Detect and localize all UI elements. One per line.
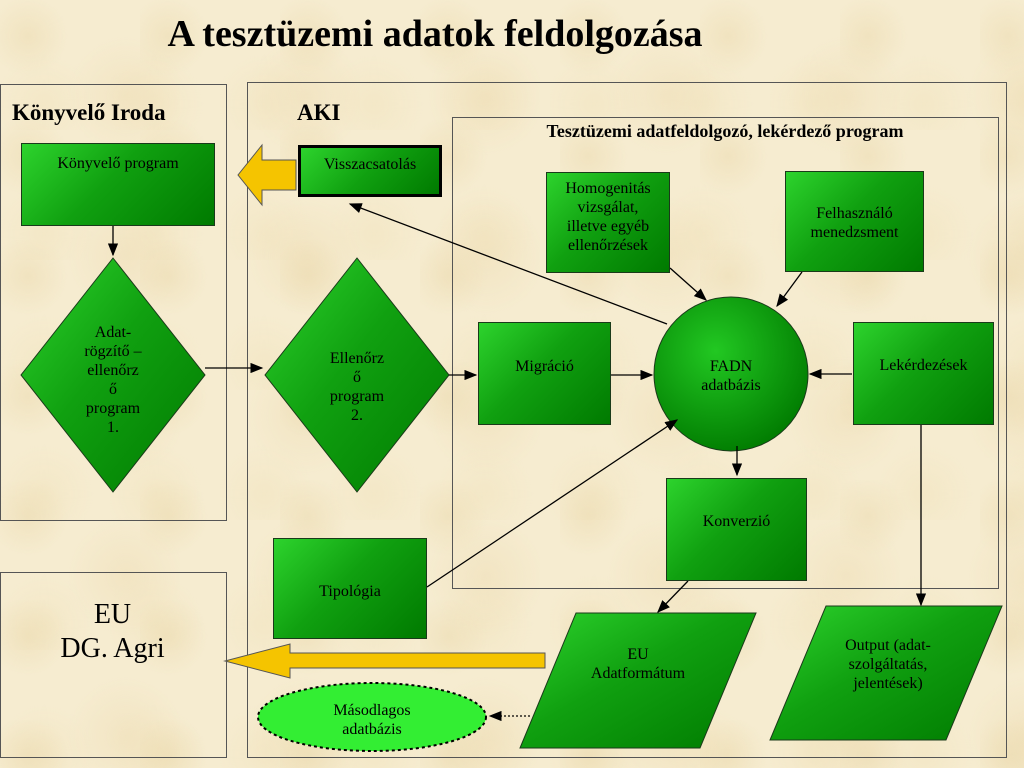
arrow-felhasznalo-to-fadn [776, 271, 803, 308]
konverzio-box: Konverzió [666, 478, 807, 581]
output-label: Output (adat- szolgáltatás, jelentések) [845, 637, 931, 692]
eu-adatformatum-label: EU Adatformátum [590, 646, 686, 682]
fadn-label: FADN adatbázis [701, 358, 761, 394]
konverzio-label: Konverzió [702, 513, 771, 530]
fadn-circle [653, 296, 809, 452]
output-shape [769, 605, 1003, 741]
aki-frame [247, 82, 1007, 758]
homogenitas-label: Homogenitás vizsgálat, illetve egyéb ell… [565, 180, 651, 254]
konyvelo-program-label: Könyvelő program [57, 155, 179, 172]
tipologia-box: Tipológia [273, 538, 427, 639]
ellenorzo-diamond [264, 257, 450, 493]
felhasznalo-label: Felhasználó menedzsment [810, 205, 899, 241]
konyvelo-program-box: Könyvelő program [21, 143, 215, 226]
program-title: Tesztüzemi adatfeldolgozó, lekérdező pro… [546, 121, 904, 141]
program-frame [452, 117, 999, 589]
migracio-label: Migráció [515, 358, 574, 375]
felhasznalo-box: Felhasználó menedzsment [785, 171, 924, 272]
eu-frame [0, 572, 227, 758]
feedback-block-arrow [237, 143, 297, 207]
masodlagos-ellipse [257, 682, 487, 752]
eu-adatformatum-shape [519, 612, 757, 749]
arrow-konverzio-to-eu [657, 580, 689, 613]
arrow-fadn-to-visszacsatolas [348, 203, 668, 325]
lekerdezesek-label: Lekérdezések [879, 357, 968, 374]
eu-block-arrow [223, 643, 546, 679]
tipologia-label: Tipológia [319, 583, 381, 600]
ellenorzo-label: Ellenőrz ő program 2. [329, 350, 385, 424]
adatrogzito-label: Adat- rögzítő – ellenőrz ő program 1. [84, 324, 142, 436]
konyvelo-iroda-frame [0, 84, 227, 521]
homogenitas-box: Homogenitás vizsgálat, illetve egyéb ell… [546, 172, 670, 273]
arrow-homogenitas-to-fadn [669, 267, 707, 301]
migracio-box: Migráció [478, 322, 611, 425]
aki-label: AKI [297, 100, 341, 125]
page-title: A tesztüzemi adatok feldolgozása [167, 13, 703, 55]
arrow-tipologia-to-fadn [426, 419, 679, 588]
konyvelo-iroda-label: Könyvelő Iroda [12, 100, 166, 125]
visszacsatolas-label: Visszacsatolás [323, 156, 417, 173]
lekerdezesek-box: Lekérdezések [853, 322, 994, 425]
eu-dg-agri-label: EU DG. Agri [60, 599, 165, 664]
adatrogzito-diamond [20, 257, 206, 493]
visszacsatolas-box: Visszacsatolás [298, 145, 442, 197]
masodlagos-label: Másodlagos adatbázis [333, 702, 411, 738]
